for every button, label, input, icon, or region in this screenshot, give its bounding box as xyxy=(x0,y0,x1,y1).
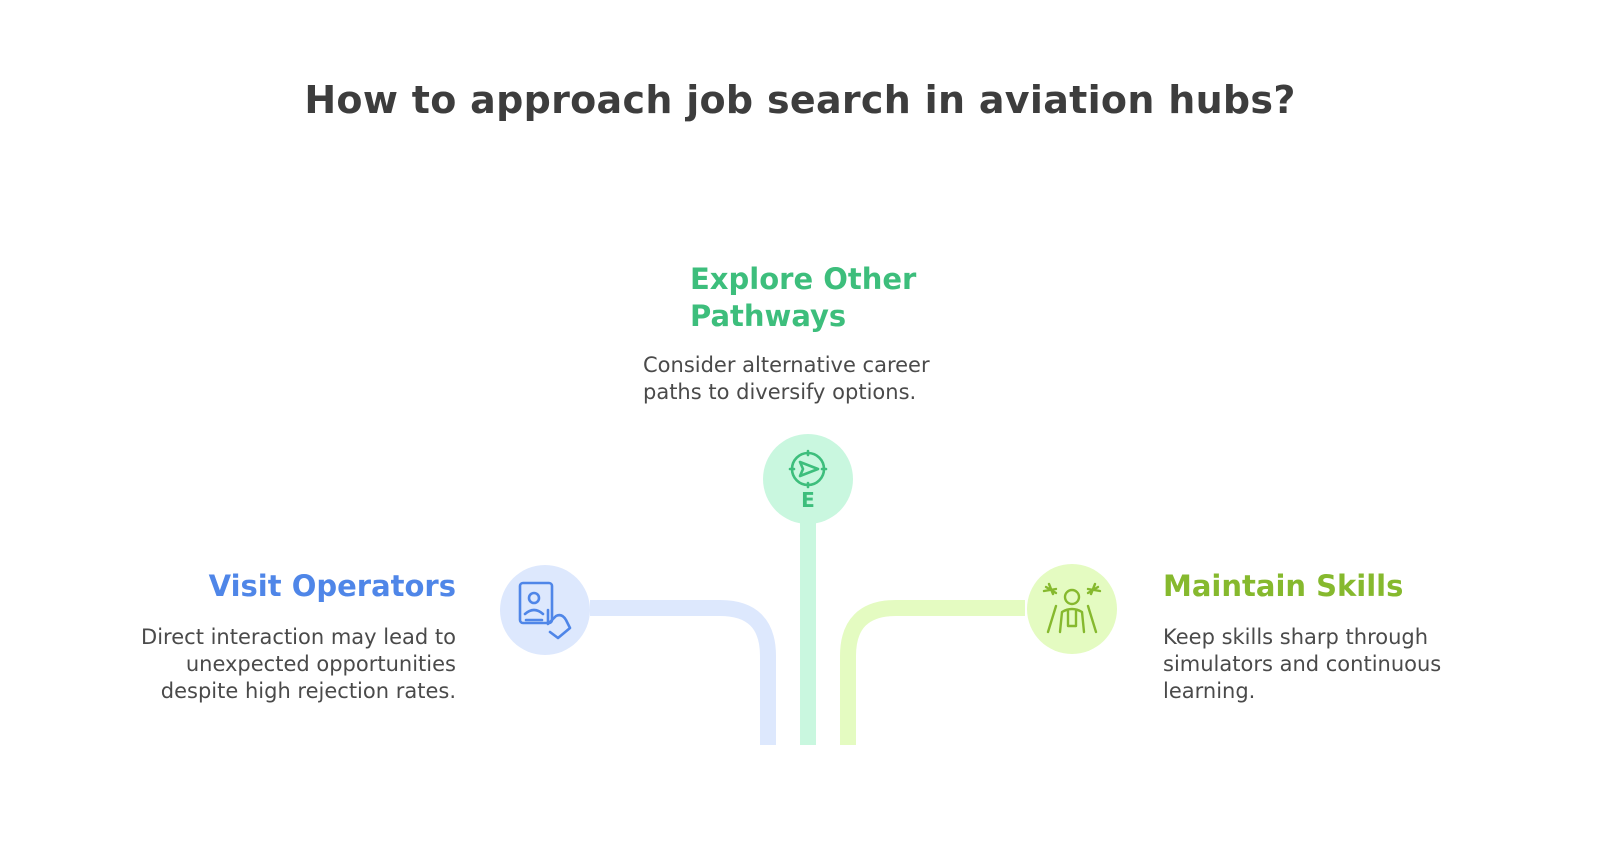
visit-operators-heading: Visit Operators xyxy=(208,569,456,603)
maintain-skills-heading: Maintain Skills xyxy=(1163,569,1404,603)
page-title: How to approach job search in aviation h… xyxy=(304,78,1296,122)
visit-node xyxy=(500,565,590,655)
visit-operators-description: Direct interaction may lead to unexpecte… xyxy=(141,625,456,703)
compass-icon xyxy=(788,449,828,489)
maintain-node xyxy=(1027,564,1117,654)
maintain-skills-description: Keep skills sharp through simulators and… xyxy=(1163,625,1442,703)
explore-pathways-description: Consider alternative career paths to div… xyxy=(643,353,930,404)
connector-maintain xyxy=(840,600,1025,745)
svg-text:E: E xyxy=(801,488,815,512)
explore-pathways-heading: Explore Other Pathways xyxy=(690,262,917,333)
explore-node: E xyxy=(763,434,853,524)
connector-visit xyxy=(590,600,776,745)
pilot-icon xyxy=(1042,582,1102,634)
id-card-tap-icon xyxy=(518,581,572,640)
